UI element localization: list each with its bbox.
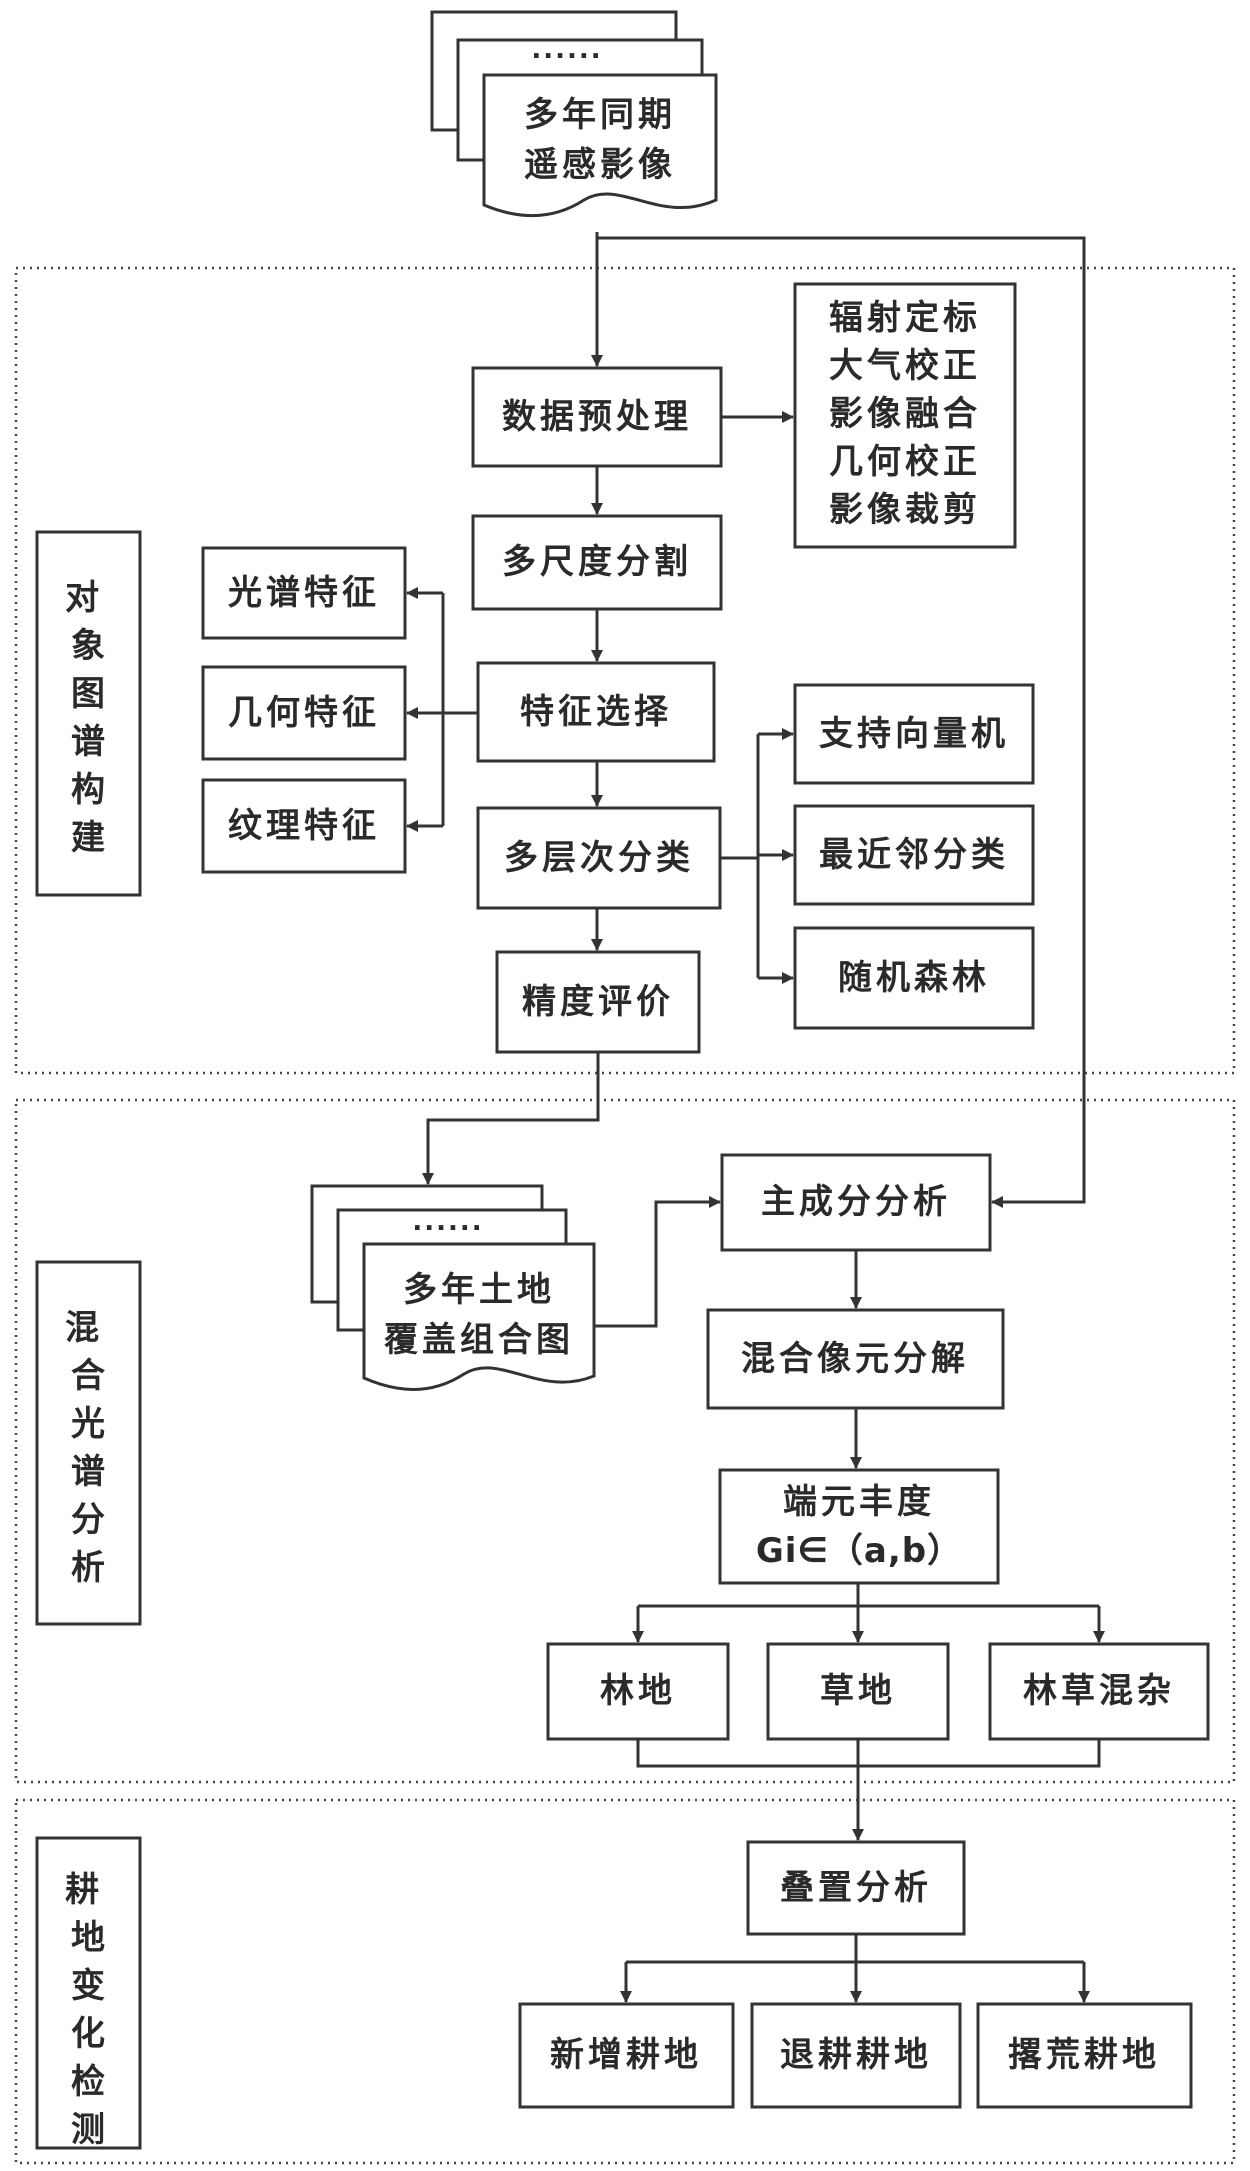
section-label-text: 对 象图谱构建 (65, 578, 111, 858)
node-classification: 多层次分类 (476, 806, 722, 910)
doc-title-line2: 覆盖组合图 (383, 1320, 574, 1360)
doc-stack-landcover-maps: ...... 多年土地 覆盖组合图 (310, 1184, 596, 1391)
section-label-char: 分 (71, 1500, 105, 1540)
line-overlay-split (626, 1934, 1084, 1964)
svg-text:新增耕地: 新增耕地 (550, 2035, 702, 2075)
arrow-maps-to-pca (594, 1196, 721, 1328)
svg-text:随机森林: 随机森林 (838, 958, 990, 998)
svg-text:多尺度分割: 多尺度分割 (502, 542, 692, 582)
preprocess-step: 辐射定标 (829, 298, 981, 338)
section-label-char: 图 (71, 674, 105, 714)
node-abandoned-farmland: 撂荒耕地 (976, 2002, 1193, 2109)
node-grass: 草地 (766, 1642, 950, 1741)
section-label-char: 变 (71, 1966, 105, 2006)
svg-text:纹理特征: 纹理特征 (228, 806, 380, 846)
section-label-char: 检 (71, 2062, 105, 2102)
section-label-text: 混 合光谱分析 (65, 1308, 111, 1588)
section-label-char: 合 (71, 1356, 105, 1396)
preprocess-step: 大气校正 (829, 346, 981, 386)
section-label-char: 光 (71, 1404, 105, 1444)
svg-text:退耕耕地: 退耕耕地 (780, 2035, 932, 2075)
svg-text:叠置分析: 叠置分析 (780, 1868, 932, 1908)
doc-title-line1: 多年土地 (403, 1270, 555, 1310)
preprocess-step: 影像裁剪 (829, 490, 981, 530)
abundance-line1: 端元丰度 (783, 1482, 935, 1522)
svg-text:光谱特征: 光谱特征 (228, 573, 380, 613)
svg-text:混合像元分解: 混合像元分解 (741, 1339, 969, 1379)
node-geometric-feature: 几何特征 (201, 665, 407, 761)
node-abundance: 端元丰度 Gi∈（a,b） (718, 1468, 1000, 1585)
svg-text:精度评价: 精度评价 (522, 982, 674, 1022)
abundance-line2: Gi∈（a,b） (756, 1531, 962, 1571)
node-svm: 支持向量机 (793, 683, 1035, 785)
section-frame-mixed-spectrum (14, 1098, 1236, 1784)
node-new-farmland: 新增耕地 (518, 2002, 735, 2109)
section-label-mixed-spectrum: 混 合光谱分析 (35, 1260, 142, 1626)
svg-text:支持向量机: 支持向量机 (819, 714, 1009, 754)
svg-text:草地: 草地 (820, 1671, 896, 1711)
node-segmentation: 多尺度分割 (471, 514, 723, 611)
node-forest: 林地 (546, 1642, 730, 1741)
section-label-char: 地 (71, 1918, 105, 1958)
section-label-char: 建 (71, 818, 105, 858)
line-abundance-split (638, 1583, 1099, 1642)
section-label-char: 谱 (71, 722, 105, 762)
node-overlay: 叠置分析 (746, 1840, 966, 1936)
section-label-char: 对 (65, 578, 99, 618)
node-spectral-feature: 光谱特征 (201, 546, 407, 640)
svg-text:林地: 林地 (600, 1671, 676, 1711)
svg-text:主成分分析: 主成分分析 (761, 1182, 951, 1222)
svg-text:林草混杂: 林草混杂 (1023, 1671, 1175, 1711)
doc-ellipsis: ...... (412, 1207, 483, 1237)
node-pca: 主成分分析 (720, 1153, 992, 1252)
node-feature-selection: 特征选择 (476, 661, 716, 763)
arrow-images-to-pca (597, 236, 1086, 1208)
arrow-accuracy-to-maps (422, 1052, 600, 1185)
section-frame-object-graph (14, 266, 1236, 1075)
svg-text:撂荒耕地: 撂荒耕地 (1008, 2035, 1160, 2075)
section-label-object-graph: 对 象图谱构建 (35, 530, 142, 897)
node-preprocess: 数据预处理 (471, 366, 723, 468)
node-random-forest: 随机森林 (793, 926, 1035, 1030)
section-label-char: 构 (71, 770, 105, 810)
section-label-char: 象 (71, 626, 105, 666)
svg-text:数据预处理: 数据预处理 (502, 397, 692, 437)
line-classification-out (720, 734, 760, 978)
section-label-char: 谱 (71, 1452, 105, 1492)
section-label-char: 析 (71, 1548, 105, 1588)
svg-text:几何特征: 几何特征 (228, 693, 380, 733)
section-label-text: 耕 地变化检测 (65, 1870, 111, 2150)
preprocess-step: 几何校正 (829, 442, 981, 482)
svg-text:多层次分类: 多层次分类 (504, 838, 694, 878)
node-preprocess-steps: 辐射定标 大气校正 影像融合 几何校正 影像裁剪 (793, 282, 1017, 549)
node-texture-feature: 纹理特征 (201, 778, 407, 874)
doc-title-line1: 多年同期 (524, 95, 676, 135)
doc-stack-remote-images: ...... 多年同期 遥感影像 (430, 10, 718, 218)
section-frame-farmland-change (14, 1798, 1236, 2165)
node-forest-grass: 林草混杂 (988, 1642, 1210, 1741)
node-knn: 最近邻分类 (793, 804, 1035, 906)
node-returned-farmland: 退耕耕地 (750, 2002, 962, 2109)
doc-title-line2: 遥感影像 (524, 145, 676, 185)
doc-ellipsis: ...... (531, 35, 602, 65)
node-unmixing: 混合像元分解 (706, 1308, 1005, 1410)
section-label-char: 化 (71, 2014, 105, 2054)
section-label-farmland-change: 耕 地变化检测 (35, 1836, 142, 2150)
section-label-char: 测 (71, 2110, 105, 2150)
node-accuracy: 精度评价 (495, 950, 701, 1054)
svg-text:最近邻分类: 最近邻分类 (819, 835, 1009, 875)
connectors (406, 232, 1105, 2003)
svg-text:特征选择: 特征选择 (520, 692, 672, 732)
line-land-types-merge (636, 1739, 1101, 1768)
preprocess-step: 影像融合 (829, 394, 981, 434)
